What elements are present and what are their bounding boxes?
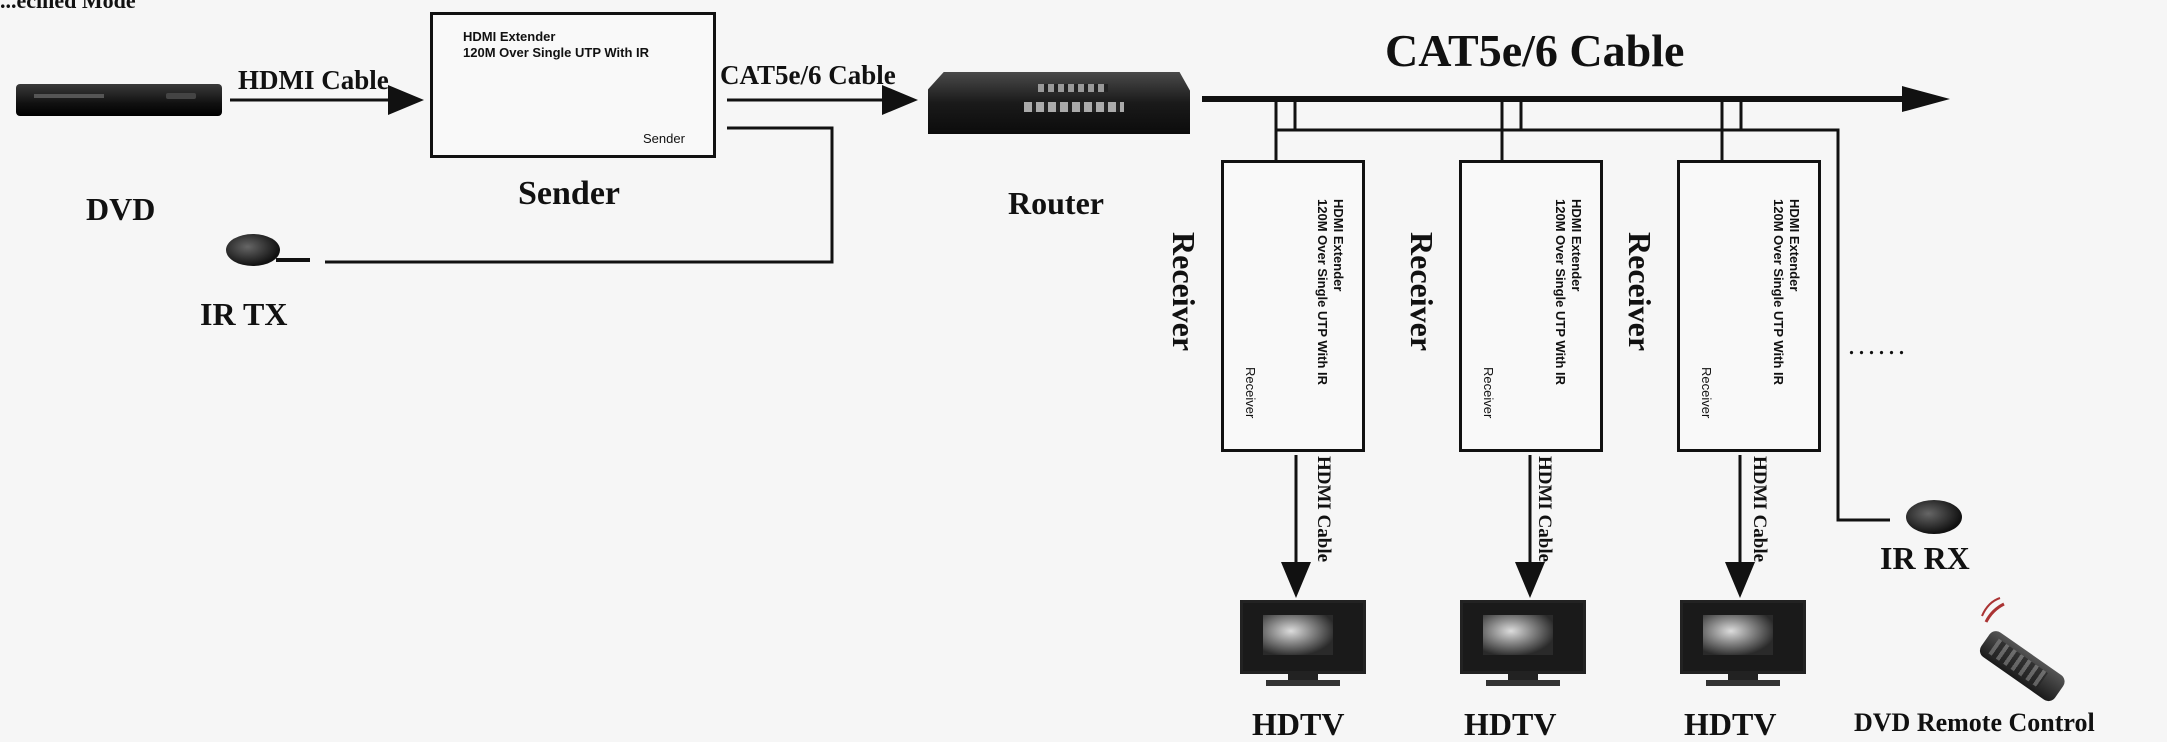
cat-trunk-label: CAT5e/6 Cable: [1385, 25, 1685, 76]
receiver-side-label: Receiver: [1404, 232, 1440, 352]
router-label: Router: [1008, 185, 1104, 221]
receiver-box-title: HDMI Extender: [1569, 199, 1584, 292]
receiver-box-subtitle: 120M Over Single UTP With IR: [1315, 199, 1330, 386]
ir-tx-line: [325, 126, 834, 264]
receiver-box-footer: Receiver: [1243, 367, 1258, 419]
ir-tx-icon: [226, 234, 280, 266]
receiver-box: HDMI Extender 120M Over Single UTP With …: [1459, 160, 1603, 452]
dvd-player-icon: [16, 84, 222, 116]
sender-box-subtitle: 120M Over Single UTP With IR: [463, 45, 650, 60]
receiver-box: HDMI Extender 120M Over Single UTP With …: [1221, 160, 1365, 452]
dvd-label: DVD: [86, 191, 156, 227]
sender-label: Sender: [518, 175, 620, 212]
hdtv-label-2: HDTV: [1464, 706, 1557, 742]
hdtv-icon: [1460, 600, 1586, 686]
ir-rx-icon: [1906, 500, 1962, 534]
cat-cable-label: CAT5e/6 Cable: [720, 60, 896, 90]
cat-trunk-arrowhead: [1902, 86, 1950, 112]
router-icon: [928, 72, 1190, 134]
ir-rx-label: IR RX: [1880, 540, 1970, 576]
sender-box-title: HDMI Extender: [463, 29, 556, 44]
hdtv-label-3: HDTV: [1684, 706, 1777, 742]
receiver-box-title: HDMI Extender: [1787, 199, 1802, 292]
hdtv-icon: [1680, 600, 1806, 686]
remote-control-label: DVD Remote Control: [1854, 708, 2095, 737]
cropped-heading: ...ecilied Mode: [0, 0, 136, 13]
hdtv-label-1: HDTV: [1252, 706, 1345, 742]
receiver-side-label: Receiver: [1166, 232, 1202, 352]
hdmi-cable-label-1: HDMI Cable: [1313, 456, 1334, 563]
sender-box: HDMI Extender 120M Over Single UTP With …: [430, 12, 716, 158]
hdmi-cable-label: HDMI Cable: [238, 65, 389, 95]
receiver-box-subtitle: 120M Over Single UTP With IR: [1771, 199, 1786, 386]
more-receivers-ellipsis: ......: [1848, 330, 1908, 361]
sender-box-footer: Sender: [643, 131, 685, 146]
receiver-box-footer: Receiver: [1481, 367, 1496, 419]
ir-rx-line: [1276, 128, 1890, 522]
hdtv-icon: [1240, 600, 1366, 686]
receiver-box-subtitle: 120M Over Single UTP With IR: [1553, 199, 1568, 386]
hdmi-cable-label-2: HDMI Cable: [1534, 456, 1555, 563]
ir-signal-icon: [1981, 597, 2005, 623]
receiver-box-footer: Receiver: [1699, 367, 1714, 419]
receiver-box: HDMI Extender 120M Over Single UTP With …: [1677, 160, 1821, 452]
ir-tx-label: IR TX: [200, 296, 288, 332]
receiver-side-label: Receiver: [1622, 232, 1658, 352]
receiver-box-title: HDMI Extender: [1331, 199, 1346, 292]
ir-tx-wire: [276, 258, 310, 262]
hdmi-cable-label-3: HDMI Cable: [1749, 456, 1770, 563]
